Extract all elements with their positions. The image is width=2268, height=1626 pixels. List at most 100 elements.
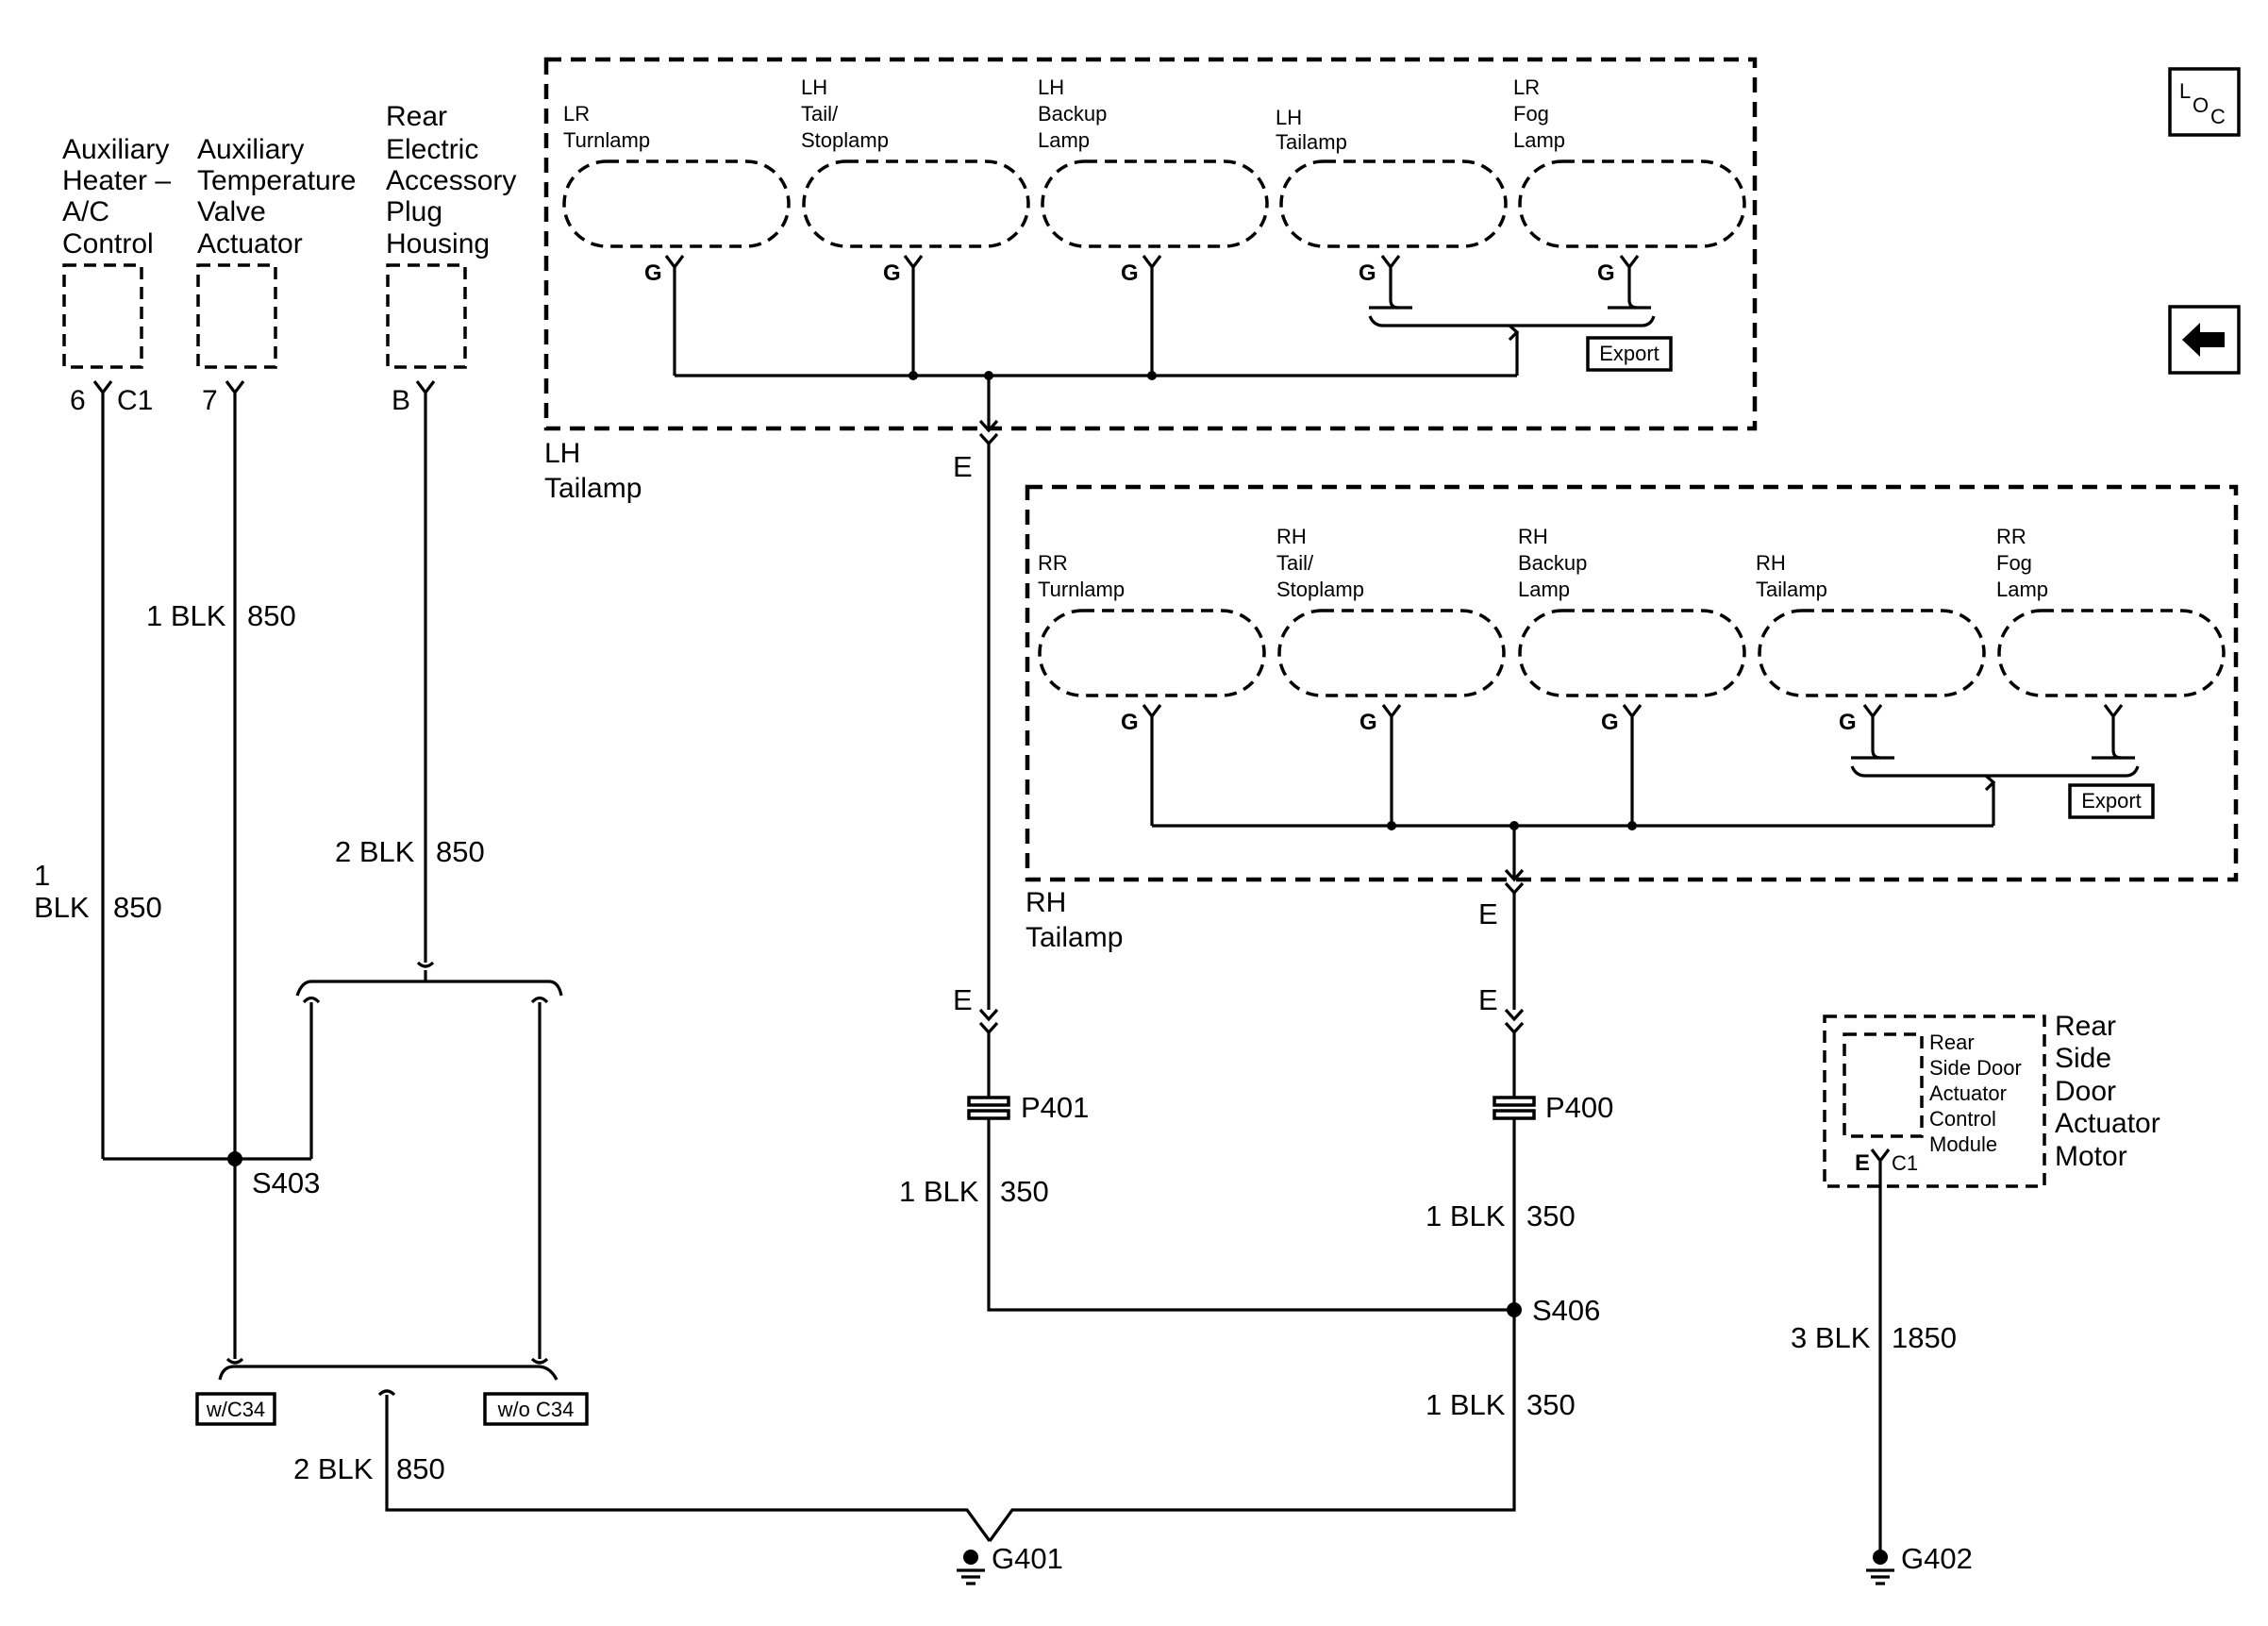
svg-text:Backup: Backup (1038, 102, 1107, 126)
svg-text:G: G (1601, 710, 1619, 735)
pin-label: 6 (70, 385, 86, 416)
svg-text:1 BLK: 1 BLK (146, 599, 226, 632)
svg-text:1 BLK: 1 BLK (1426, 1388, 1506, 1421)
svg-text:LH: LH (1038, 75, 1064, 99)
svg-text:G: G (1359, 710, 1377, 735)
svg-text:Stoplamp: Stoplamp (801, 128, 889, 152)
svg-text:Actuator: Actuator (2055, 1108, 2160, 1139)
svg-text:Electric: Electric (386, 134, 478, 165)
svg-text:RH: RH (1026, 887, 1066, 918)
pin-label: 7 (202, 385, 218, 416)
export-option-rh: Export (2068, 783, 2155, 819)
svg-text:LH: LH (801, 75, 827, 99)
svg-text:Lamp: Lamp (1038, 128, 1090, 152)
aux-heater-ac-control: Auxiliary Heater – A/C Control 6 C1 (62, 134, 171, 1159)
svg-text:Tailamp: Tailamp (544, 473, 642, 504)
svg-text:Rear: Rear (1929, 1031, 1975, 1054)
svg-text:Backup: Backup (1518, 551, 1587, 575)
svg-text:G: G (1121, 260, 1139, 286)
svg-text:BLK: BLK (34, 891, 90, 924)
svg-text:Door: Door (2055, 1076, 2116, 1107)
svg-text:G401: G401 (992, 1542, 1063, 1575)
svg-text:1: 1 (34, 859, 50, 892)
svg-text:Export: Export (1599, 342, 1659, 365)
svg-text:G: G (1839, 710, 1857, 735)
svg-text:RR: RR (1038, 551, 1068, 575)
svg-text:850: 850 (113, 891, 162, 924)
svg-text:Valve: Valve (197, 196, 266, 227)
svg-text:RR: RR (1996, 525, 2026, 548)
svg-text:350: 350 (1000, 1175, 1049, 1208)
aux-temperature-valve-actuator: Auxiliary Temperature Valve Actuator 7 (196, 134, 356, 1159)
svg-text:Rear: Rear (2055, 1011, 2116, 1042)
pin-label: B (392, 385, 410, 416)
svg-text:O: O (2193, 93, 2209, 117)
svg-text:G: G (1121, 710, 1139, 735)
svg-text:G: G (644, 260, 662, 286)
svg-text:Lamp: Lamp (1996, 578, 2048, 601)
rear-electric-accessory-plug-housing: Rear Electric Accessory Plug Housing B (386, 101, 516, 963)
rear-side-door-actuator: Rear Side Door Actuator Control Module R… (1791, 1011, 2160, 1557)
rh-tailamp-assembly: RH Tailamp RR Turnlamp RH Tail/ Stoplamp… (1025, 484, 2239, 953)
splice-s406: S406 (1532, 1294, 1600, 1327)
svg-text:G: G (883, 260, 901, 286)
svg-text:E: E (953, 983, 973, 1016)
export-option-lh: Export (1586, 336, 1673, 372)
ground-g402: G402 (1866, 1542, 1973, 1585)
svg-text:Tail/: Tail/ (1276, 551, 1314, 575)
connector-p400: P400 (1545, 1091, 1613, 1124)
svg-text:Heater –: Heater – (62, 165, 171, 196)
svg-text:C: C (2210, 105, 2226, 128)
svg-text:1850: 1850 (1892, 1321, 1957, 1354)
svg-text:G: G (1597, 260, 1615, 286)
svg-text:Control: Control (1929, 1107, 1996, 1131)
svg-text:Fog: Fog (1513, 102, 1549, 126)
svg-text:Turnlamp: Turnlamp (563, 128, 650, 152)
svg-text:Lamp: Lamp (1518, 578, 1570, 601)
svg-text:Fog: Fog (1996, 551, 2032, 575)
svg-text:Stoplamp: Stoplamp (1276, 578, 1364, 601)
svg-text:LR: LR (563, 102, 590, 126)
connector-label: C1 (117, 385, 153, 416)
rh-ground-circuit: E E P400 1 BLK 350 S406 1 BLK 350 (988, 893, 1613, 1542)
svg-text:Turnlamp: Turnlamp (1038, 578, 1125, 601)
svg-text:C1: C1 (1892, 1151, 1918, 1175)
svg-text:Auxiliary: Auxiliary (62, 134, 169, 165)
connector-p401: P401 (1021, 1091, 1089, 1124)
svg-text:w/o C34: w/o C34 (497, 1398, 575, 1421)
lh-tailamp-assembly: LH Tailamp LR Turnlamp LH Tail/ Stoplamp… (543, 57, 1758, 504)
svg-text:Side: Side (2055, 1043, 2111, 1074)
svg-text:LR: LR (1513, 75, 1540, 99)
location-view-icon[interactable]: L O C (2168, 67, 2241, 137)
svg-text:350: 350 (1526, 1199, 1576, 1232)
svg-text:G402: G402 (1901, 1542, 1973, 1575)
svg-text:Side Door: Side Door (1929, 1056, 2022, 1080)
svg-text:LH: LH (1276, 106, 1302, 129)
svg-text:850: 850 (247, 599, 296, 632)
svg-text:A/C: A/C (62, 196, 109, 227)
option-without-c34: w/o C34 (483, 1392, 589, 1426)
svg-text:Export: Export (2081, 789, 2142, 813)
svg-text:Tailamp: Tailamp (1026, 922, 1123, 953)
svg-text:Tail/: Tail/ (801, 102, 839, 126)
svg-text:Tailamp: Tailamp (1756, 578, 1827, 601)
svg-text:Accessory: Accessory (386, 165, 516, 196)
svg-text:2 BLK: 2 BLK (335, 835, 415, 868)
back-arrow-icon[interactable] (2168, 305, 2241, 375)
svg-text:w/C34: w/C34 (206, 1398, 265, 1421)
svg-text:1 BLK: 1 BLK (1426, 1199, 1506, 1232)
svg-text:Plug: Plug (386, 196, 442, 227)
svg-text:3 BLK: 3 BLK (1791, 1321, 1871, 1354)
svg-text:1 BLK: 1 BLK (899, 1175, 979, 1208)
svg-text:E: E (1855, 1150, 1870, 1176)
svg-text:RH: RH (1756, 551, 1786, 575)
ground-g401: G401 (957, 1542, 1063, 1585)
svg-text:Lamp: Lamp (1513, 128, 1565, 152)
svg-text:LH: LH (544, 438, 580, 469)
svg-text:L: L (2179, 79, 2191, 103)
svg-text:350: 350 (1526, 1388, 1576, 1421)
left-wiring: 1 BLK 850 1 BLK 850 2 BLK 850 S403 w/C34… (34, 599, 992, 1542)
svg-text:Module: Module (1929, 1132, 1997, 1156)
svg-text:Tailamp: Tailamp (1276, 130, 1347, 154)
splice-s403: S403 (252, 1166, 320, 1199)
